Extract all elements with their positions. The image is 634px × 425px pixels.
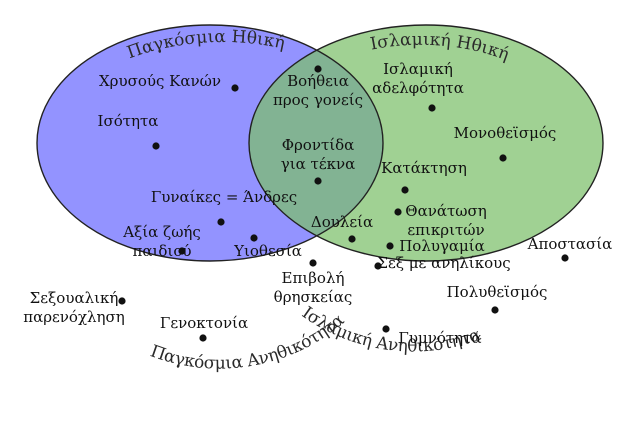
item-label-line: Σεξουαλική (30, 289, 119, 307)
item-label: Αποστασία (527, 235, 613, 253)
item-label-line: Πολυθεϊσμός (447, 283, 548, 301)
item-golden-rule: Χρυσούς Κανών (99, 72, 239, 92)
item-label-line: επικριτών (407, 221, 484, 239)
item-dot (401, 186, 409, 194)
item-slavery: Δουλεία (311, 213, 373, 243)
item-polygamy: Πολυγαμία (386, 237, 485, 255)
item-label-line: Ισλαμική (383, 60, 453, 78)
item-label: Χρυσούς Κανών (99, 72, 221, 90)
item-label-line: Δουλεία (311, 213, 373, 231)
item-dot (348, 235, 356, 243)
item-label-line: Γενοκτονία (160, 314, 248, 332)
item-dot (217, 218, 225, 226)
item-label-line: Γυμνότητα (398, 329, 481, 347)
item-label: Πολυγαμία (399, 237, 485, 255)
item-label-line: για τέκνα (281, 155, 355, 173)
item-label-line: Επιβολή (282, 269, 345, 287)
item-label-line: Σεξ με ανηλίκους (377, 254, 510, 272)
item-label-line: προς γονείς (273, 91, 363, 109)
item-dot (561, 254, 569, 262)
item-conquest: Κατάκτηση (381, 159, 467, 194)
item-dot (374, 262, 382, 270)
item-label-line: Μονοθεϊσμός (454, 124, 557, 142)
item-label-line: Βοήθεια (287, 72, 349, 90)
item-label-line: Γυναίκες = Άνδρες (151, 188, 297, 206)
item-dot (499, 154, 507, 162)
item-sex-with-minors: Σεξ με ανηλίκους (374, 254, 511, 272)
item-label: Σεξ με ανηλίκους (377, 254, 510, 272)
islamic-ethics-outline (248, 24, 604, 262)
item-label: Υιοθεσία (233, 242, 302, 260)
item-label-line: Αποστασία (527, 235, 613, 253)
item-dot (491, 306, 499, 314)
item-dot (314, 65, 322, 73)
item-label-line: Φροντίδα (282, 136, 355, 154)
item-label: Γυναίκες = Άνδρες (151, 188, 297, 206)
item-dot (314, 177, 322, 185)
item-label: Πολυθεϊσμός (447, 283, 548, 301)
item-dot (386, 242, 394, 250)
item-label-line: θρησκείας (274, 288, 353, 306)
item-dot (309, 259, 317, 267)
item-dot (199, 334, 207, 342)
item-nudity: Γυμνότητα (382, 325, 482, 347)
item-label: Γυμνότητα (398, 329, 481, 347)
item-dot (382, 325, 390, 333)
item-dot (178, 247, 186, 255)
item-label-line: Κατάκτηση (381, 159, 467, 177)
item-label-line: Πολυγαμία (399, 237, 485, 255)
item-label-line: Αξία ζωής (122, 223, 201, 241)
item-label-line: Χρυσούς Κανών (99, 72, 221, 90)
item-label: Ισότητα (98, 112, 159, 130)
item-dot (152, 142, 160, 150)
item-adoption: Υιοθεσία (233, 234, 302, 260)
item-dot (250, 234, 258, 242)
region-islamic-ethics (249, 25, 603, 261)
item-monotheism: Μονοθεϊσμός (454, 124, 557, 162)
item-label-line: αδελφότητα (372, 79, 464, 97)
item-dot (118, 297, 126, 305)
item-label: Δουλεία (311, 213, 373, 231)
item-polytheism: Πολυθεϊσμός (447, 283, 548, 314)
item-apostasy: Αποστασία (527, 235, 613, 262)
global-ethics-outline (36, 24, 384, 262)
item-dot (231, 84, 239, 92)
item-label-line: Ισότητα (98, 112, 159, 130)
item-label: Γενοκτονία (160, 314, 248, 332)
item-label-line: παιδιού (133, 242, 192, 260)
item-label: Μονοθεϊσμός (454, 124, 557, 142)
item-genocide: Γενοκτονία (160, 314, 248, 342)
item-women-equal-men: Γυναίκες = Άνδρες (151, 188, 297, 226)
item-label: Κατάκτηση (381, 159, 467, 177)
item-label-line: παρενόχληση (23, 308, 125, 326)
item-equality: Ισότητα (98, 112, 160, 150)
item-dot (428, 104, 436, 112)
item-label-line: Υιοθεσία (233, 242, 302, 260)
item-dot (394, 208, 402, 216)
item-label-line: Θανάτωση (405, 202, 486, 220)
